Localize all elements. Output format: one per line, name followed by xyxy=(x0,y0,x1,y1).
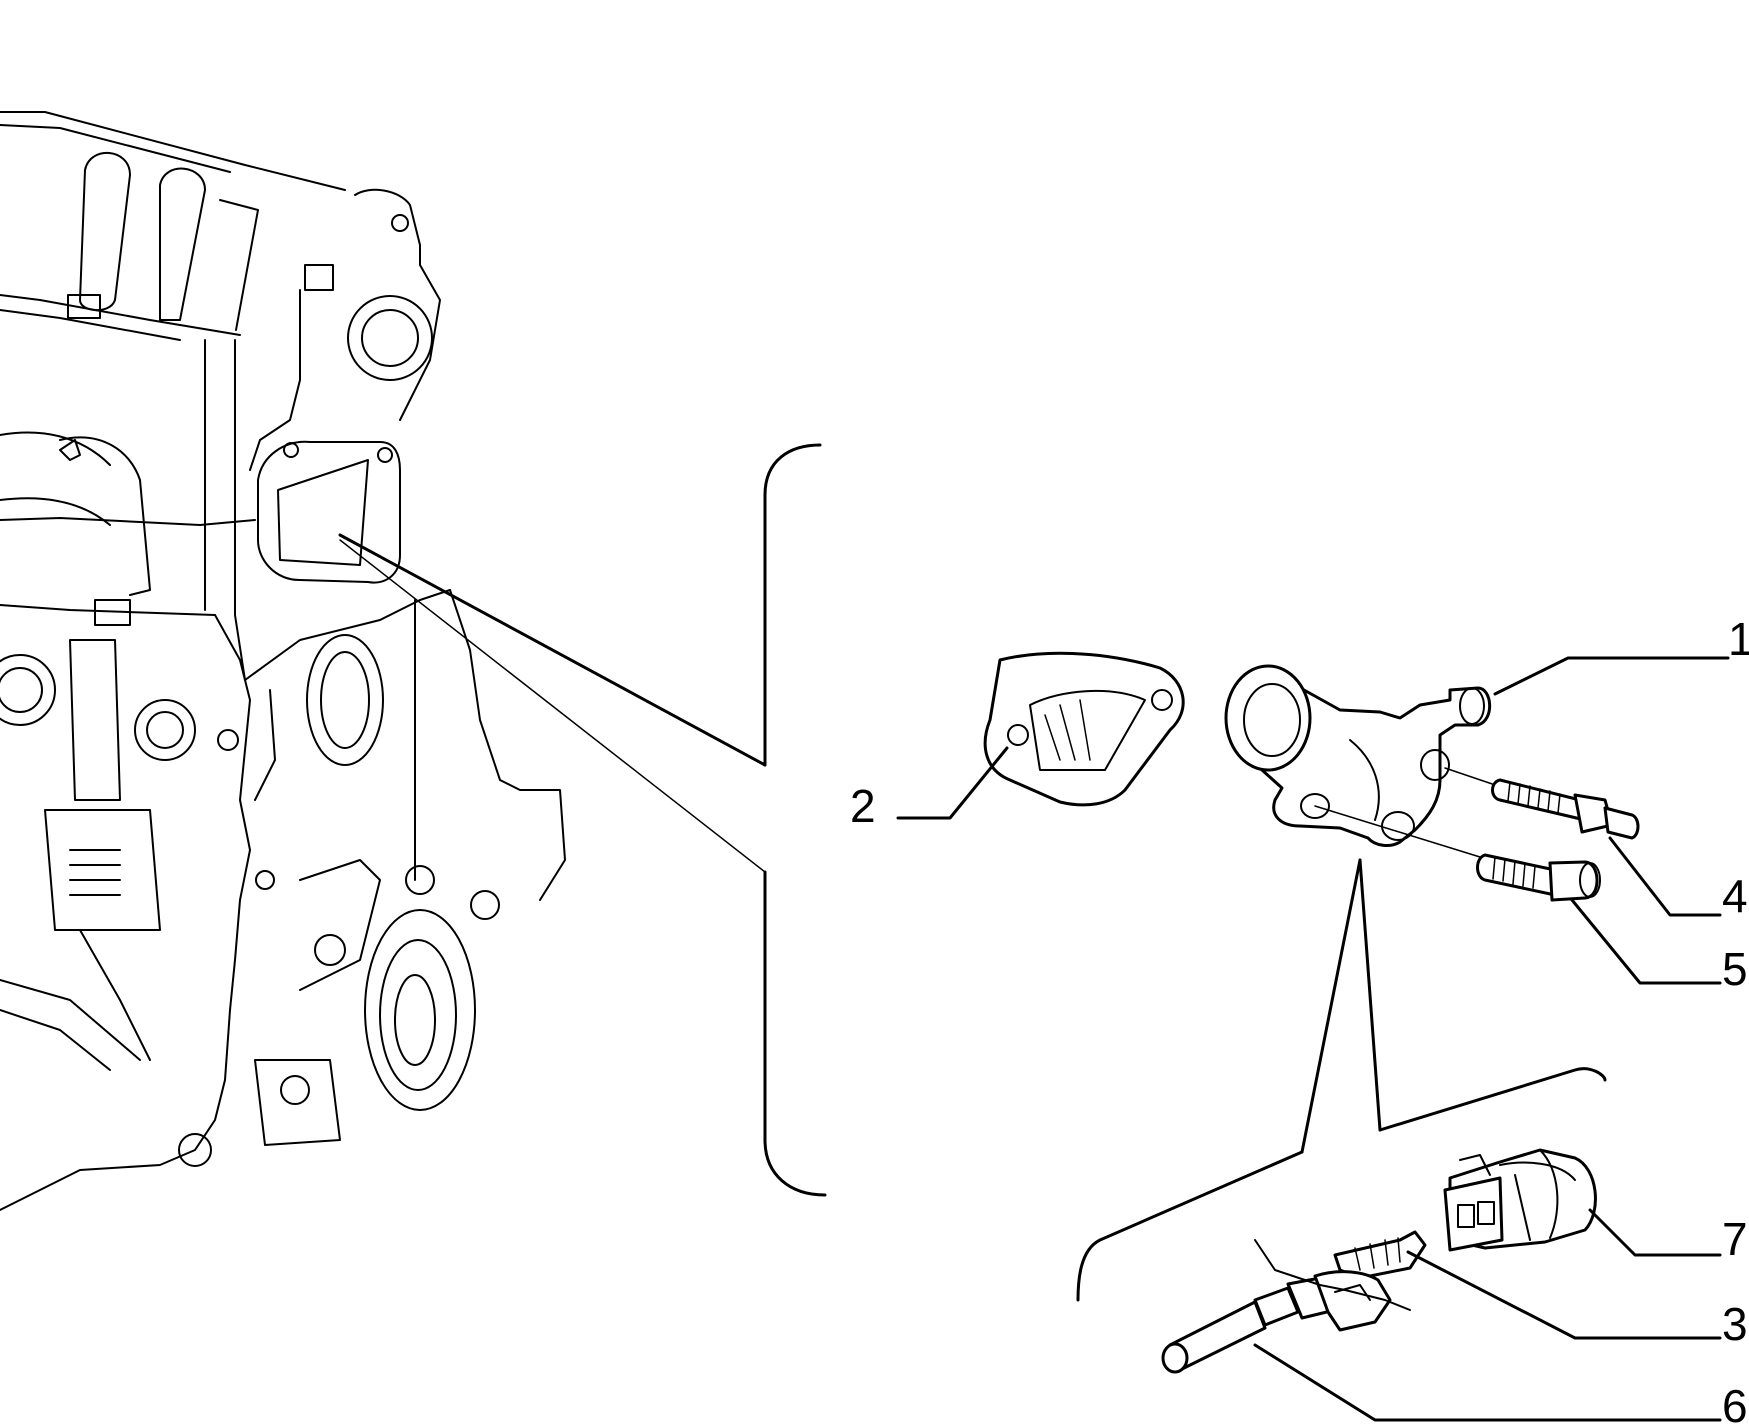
callout-1: 1 xyxy=(1728,613,1749,665)
callout-leaders xyxy=(896,656,1730,1422)
callout-6: 6 xyxy=(1722,1380,1748,1425)
callout-7: 7 xyxy=(1722,1213,1748,1265)
callout-3: 3 xyxy=(1722,1298,1748,1350)
assembly-bracket xyxy=(763,443,827,1197)
seat-leader-lines xyxy=(338,533,767,873)
callout-2: 2 xyxy=(850,780,876,832)
sensor-leader-lines xyxy=(1300,858,1382,1154)
engine-block-drawing xyxy=(0,111,566,1211)
sensor-detail-line xyxy=(1254,1239,1411,1311)
sensor-detail-outline xyxy=(1076,1067,1607,1302)
callout-5: 5 xyxy=(1722,943,1748,995)
temperature-sensor-part xyxy=(1161,1270,1392,1374)
connector-part xyxy=(1443,1148,1597,1252)
stud-bolt-part xyxy=(1491,778,1640,840)
gasket-part xyxy=(983,651,1185,807)
thermostat-housing-part xyxy=(1224,664,1492,847)
callout-4: 4 xyxy=(1722,870,1748,922)
bolt-part xyxy=(1476,853,1601,902)
